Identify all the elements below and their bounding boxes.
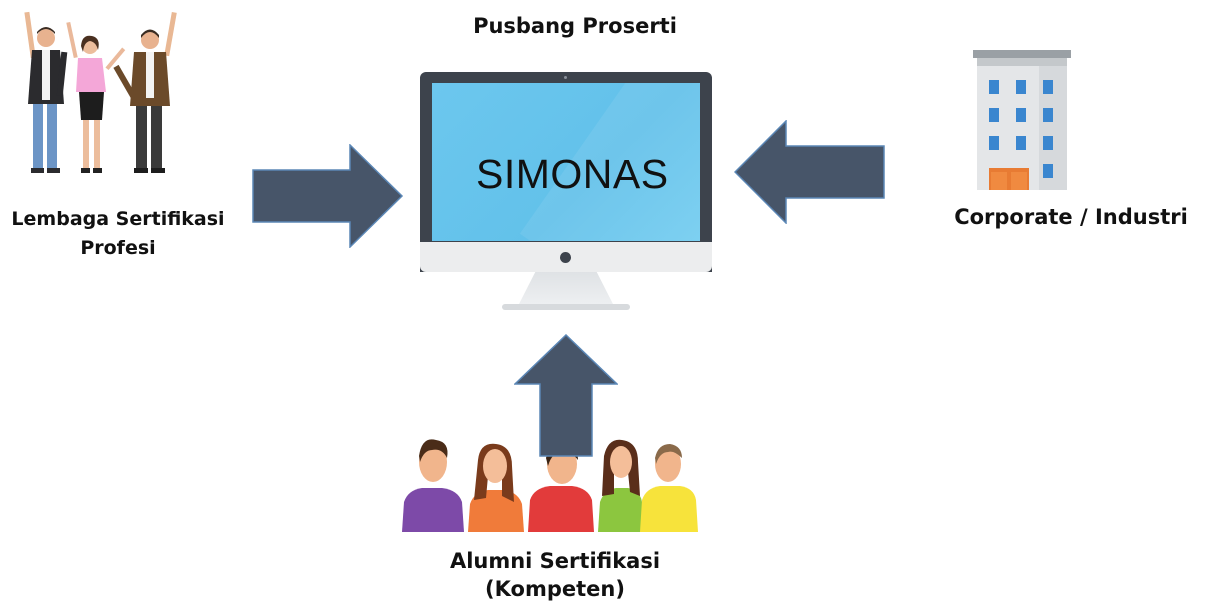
monitor-camera (564, 76, 567, 79)
lsp-label-line2: Profesi (80, 237, 156, 259)
arrow-right-icon (252, 144, 404, 248)
monitor-icon: SIMONAS (420, 72, 712, 312)
lsp-label: Lembaga Sertifikasi Profesi (0, 205, 236, 263)
power-button-icon (560, 252, 571, 263)
monitor-screen: SIMONAS (432, 83, 700, 241)
arrow-left-icon (734, 120, 885, 224)
simonas-label: SIMONAS (476, 151, 669, 197)
corporate-label: Corporate / Industri (954, 205, 1188, 229)
monitor-base (502, 304, 630, 310)
arrow-up-icon (514, 334, 618, 457)
waving-people-icon (24, 11, 177, 173)
alumni-label: Alumni Sertifikasi (Kompeten) (400, 547, 710, 603)
diagram-title: Pusbang Proserti (473, 14, 677, 38)
office-building-icon (973, 50, 1071, 190)
lsp-label-line1: Lembaga Sertifikasi (11, 208, 225, 230)
alumni-label-line1: Alumni Sertifikasi (449, 549, 661, 573)
monitor-stand (518, 272, 614, 306)
alumni-label-line2: (Kompeten) (485, 577, 625, 601)
people-group-icon (402, 439, 698, 532)
